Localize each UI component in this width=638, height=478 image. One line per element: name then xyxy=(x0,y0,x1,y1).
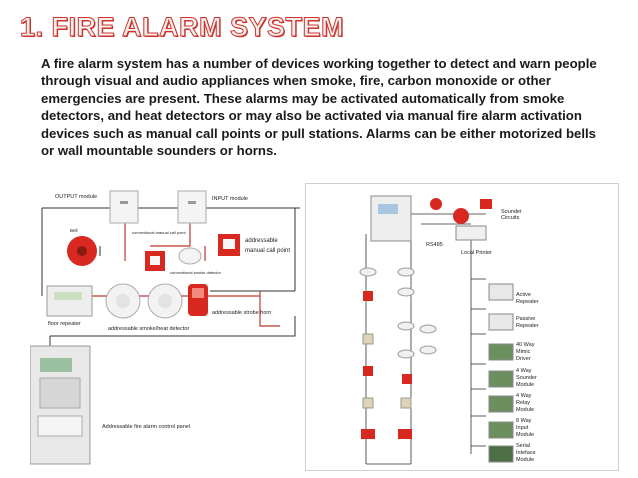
relay-module xyxy=(488,395,514,413)
serial-label-1: Serial xyxy=(516,443,531,449)
control-panel-label: Addressable fire alarm control panel xyxy=(102,424,191,430)
serial-label-3: Module xyxy=(516,457,535,463)
addressable-call-point-label-2: manual call point xyxy=(245,248,291,254)
relay-module-label-3: Module xyxy=(516,407,535,413)
addressable-wiring-svg xyxy=(29,190,300,465)
output-module-label: OUTPUT module xyxy=(55,194,98,200)
addressable-system-diagram: OUTPUT module INPUT module Bell conventi… xyxy=(29,186,302,472)
network-wiring-svg xyxy=(359,195,514,465)
sounder-icon-3 xyxy=(480,199,492,209)
floor-repeater xyxy=(46,285,93,317)
local-printer-label: Local Printer xyxy=(461,250,492,256)
passive-repeater-label-2: Repeater xyxy=(516,323,539,329)
input-module xyxy=(177,190,207,224)
slide-title: 1. FIRE ALARM SYSTEM xyxy=(19,12,345,43)
relay-module-label-1: 4 Way xyxy=(516,393,532,399)
input-module-label-1: 8 Way xyxy=(516,418,532,424)
input-module xyxy=(488,421,514,439)
active-repeater xyxy=(488,283,514,301)
mimic-label-1: 40 Way xyxy=(516,342,535,348)
conventional-smoke-detector xyxy=(178,247,202,265)
conv-smoke-detector-label: conventional smoke detector xyxy=(170,270,221,275)
active-repeater-label-2: Repeater xyxy=(516,299,539,305)
rs485-label: RS485 xyxy=(426,242,443,248)
output-module xyxy=(109,190,139,224)
floor-repeater-label: floor repeater xyxy=(48,321,81,327)
sounder-module-label-2: Sounder xyxy=(516,375,537,381)
mimic-label-2: Mimic xyxy=(516,349,531,355)
beacon-1 xyxy=(361,429,375,439)
call-point-3 xyxy=(402,374,412,384)
sounder-icon-1 xyxy=(430,198,442,210)
sounder-module-label-3: Module xyxy=(516,382,535,388)
serial-label-2: Inteface xyxy=(516,450,536,456)
input-module-label-2: Input xyxy=(516,425,529,431)
module-3 xyxy=(400,397,412,409)
sounder-module-label-1: 4 Way xyxy=(516,368,532,374)
sounder-circuits-label-2: Circuits xyxy=(501,215,520,221)
relay-module-label-2: Relay xyxy=(516,400,531,406)
local-printer xyxy=(455,225,487,241)
strobe-horn-label: addressable strobe horn xyxy=(212,310,272,316)
call-point-1 xyxy=(363,291,373,301)
sounder-circuits-label-1: Sounder xyxy=(501,209,522,215)
mimic-driver xyxy=(488,343,514,361)
smoke-heat-detector-label: addressable smoke/heat detector xyxy=(108,326,190,332)
control-panel xyxy=(370,195,412,242)
passive-repeater-label-1: Passive xyxy=(516,316,536,322)
input-module-label-3: Module xyxy=(516,432,535,438)
sounder-module xyxy=(488,370,514,388)
module-1 xyxy=(362,333,374,345)
passive-repeater xyxy=(488,313,514,331)
module-2 xyxy=(362,397,374,409)
sounder-icon-2 xyxy=(453,208,469,224)
mimic-label-3: Driver xyxy=(516,356,531,362)
slide-body-text: A fire alarm system has a number of devi… xyxy=(41,56,597,159)
beacon-2 xyxy=(398,429,412,439)
fire-panel-network-diagram: Sounder Circuits RS485 Local Printer Act… xyxy=(305,183,619,471)
addressable-call-point-label-1: addressable xyxy=(245,238,278,244)
active-repeater-label-1: Active xyxy=(516,292,531,298)
input-module-label: INPUT module xyxy=(212,196,248,202)
serial-module xyxy=(488,445,514,463)
call-point-2 xyxy=(363,366,373,376)
bell-label: Bell xyxy=(70,228,78,233)
conv-call-point-label: conventional manual call point xyxy=(132,230,186,235)
